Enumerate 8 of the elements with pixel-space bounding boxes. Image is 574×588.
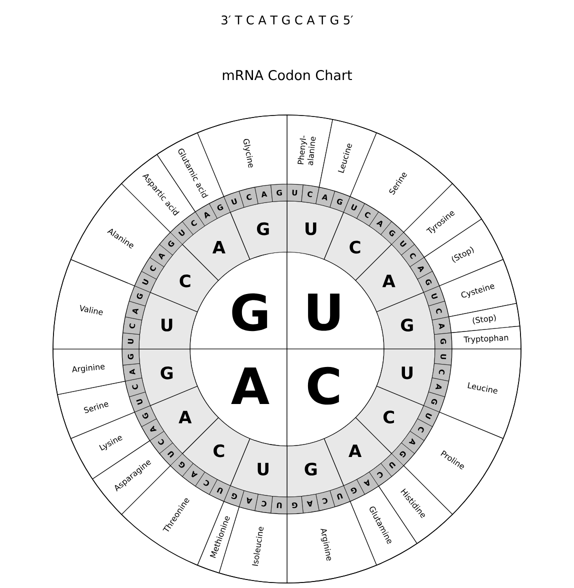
chart-title: mRNA Codon Chart: [222, 70, 352, 80]
node-label: Arginine: [320, 528, 331, 561]
node-label: Isoleucine: [252, 526, 264, 566]
amino-acid-cell: Phenyl- alanine: [286, 114, 333, 188]
amino-acid-cell: (Stop): [448, 303, 520, 334]
amino-acid-cell: Arginine: [52, 348, 126, 395]
amino-acid-cell: Tryptophan: [450, 326, 522, 350]
sequence-label: 3′ T C A T G C A T G 5′: [222, 15, 353, 25]
